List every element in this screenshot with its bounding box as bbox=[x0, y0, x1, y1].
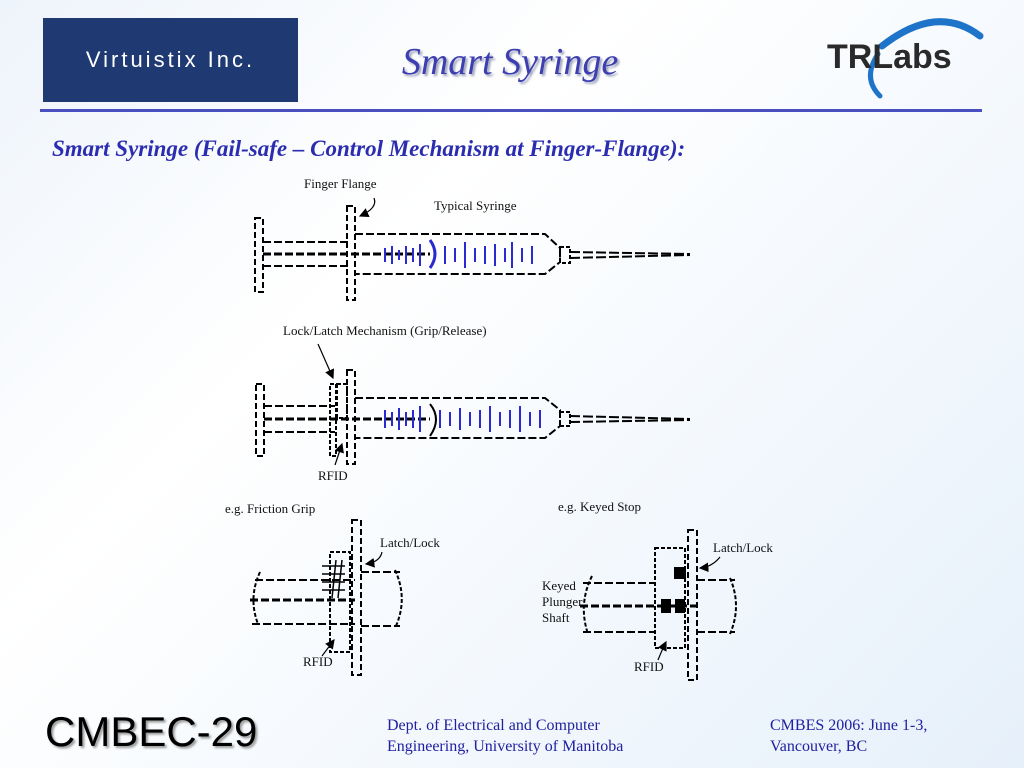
footer-conf-line1: CMBES 2006: June 1-3, bbox=[770, 717, 928, 734]
slide-title: Smart Syringe bbox=[401, 41, 619, 83]
label-keyed-line1: Keyed bbox=[542, 578, 576, 593]
label-finger-flange: Finger Flange bbox=[304, 176, 377, 191]
footer-conference: CMBES 2006: June 1-3, Vancouver, BC bbox=[770, 715, 927, 757]
footer-dept-line1: Dept. of Electrical and Computer bbox=[387, 717, 600, 734]
label-friction-grip: e.g. Friction Grip bbox=[225, 501, 315, 516]
label-keyed-line3: Shaft bbox=[542, 610, 570, 625]
latch-lock-left-pointer bbox=[364, 551, 383, 568]
label-latch-lock-right: Latch/Lock bbox=[713, 540, 773, 555]
typical-syringe-scale-marks bbox=[384, 242, 533, 268]
typical-syringe-drawing bbox=[254, 205, 691, 301]
trlabs-logo: TRLabs bbox=[827, 18, 984, 99]
conference-code: CMBEC-29 bbox=[45, 708, 258, 755]
smart-syringe-drawing bbox=[255, 369, 691, 465]
label-keyed-stop: e.g. Keyed Stop bbox=[558, 499, 641, 514]
lock-latch-pointer bbox=[317, 343, 335, 380]
label-rfid-middle: RFID bbox=[318, 468, 348, 483]
smart-syringe-scale-marks bbox=[384, 406, 541, 432]
rfid-left-pointer bbox=[321, 639, 335, 657]
label-keyed-line2: Plunger bbox=[542, 594, 583, 609]
label-rfid-left: RFID bbox=[303, 654, 333, 669]
footer-dept-line2: Engineering, University of Manitoba bbox=[387, 738, 624, 755]
rfid-right-pointer bbox=[657, 640, 667, 661]
label-typical-syringe: Typical Syringe bbox=[434, 198, 517, 213]
slide-subtitle: Smart Syringe (Fail-safe – Control Mecha… bbox=[52, 136, 686, 161]
finger-flange-pointer bbox=[358, 197, 376, 217]
footer-conf-line2: Vancouver, BC bbox=[770, 738, 868, 755]
company-logo-text: Virtuistix Inc. bbox=[85, 47, 256, 72]
label-lock-latch: Lock/Latch Mechanism (Grip/Release) bbox=[283, 323, 487, 338]
label-latch-lock-left: Latch/Lock bbox=[380, 535, 440, 550]
virtuistix-logo: Virtuistix Inc. bbox=[43, 18, 298, 102]
label-rfid-right: RFID bbox=[634, 659, 664, 674]
footer-department: Dept. of Electrical and Computer Enginee… bbox=[387, 715, 623, 757]
latch-lock-right-pointer bbox=[698, 556, 721, 573]
keyed-stop-drawing bbox=[580, 529, 737, 681]
partner-logo-text: TRLabs bbox=[827, 38, 952, 76]
header-divider bbox=[40, 109, 982, 112]
rfid-middle-pointer bbox=[334, 442, 344, 466]
friction-grip-drawing bbox=[250, 519, 403, 676]
